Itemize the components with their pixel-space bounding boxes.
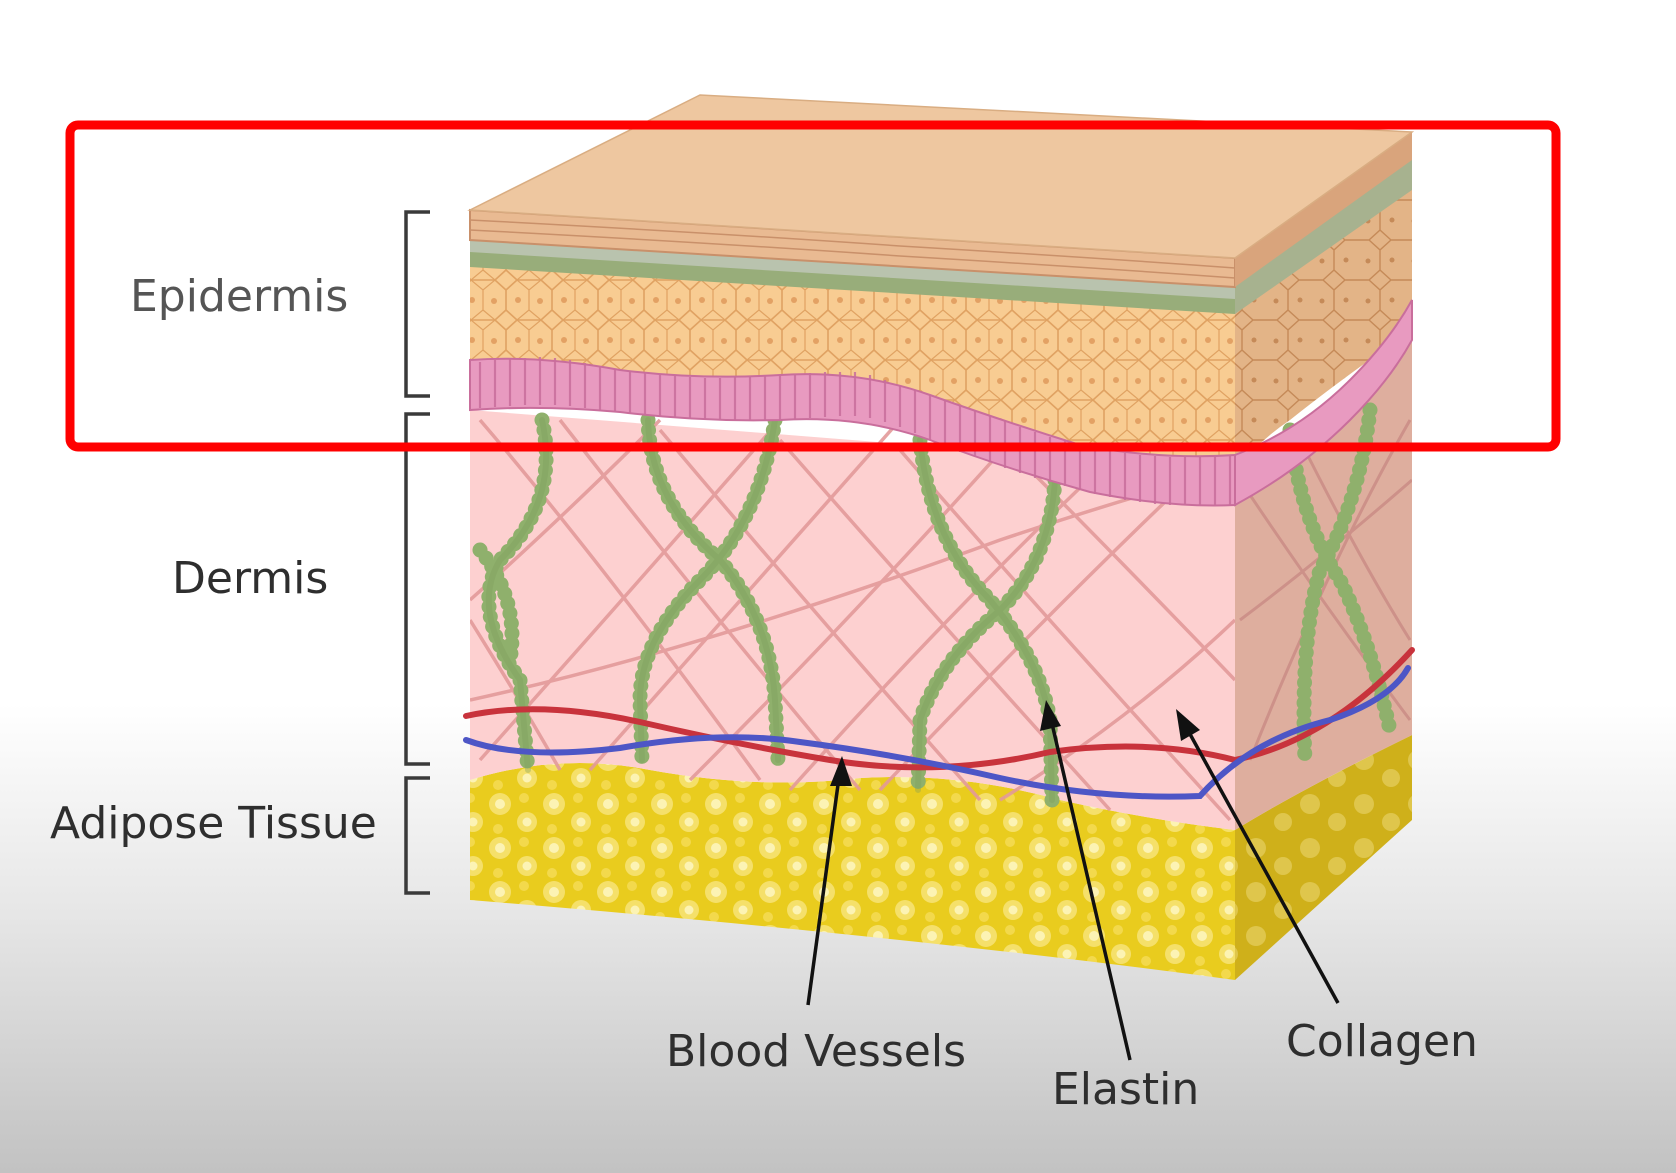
- epidermis-cells-side: [1235, 180, 1412, 470]
- blood-vessels-label: Blood Vessels: [666, 1026, 966, 1077]
- adipose-tissue-front: [470, 762, 1235, 980]
- elastin-arrowhead: [1040, 700, 1061, 731]
- granular-band-green: [470, 252, 1235, 314]
- basal-layer-side: [1234, 299, 1413, 507]
- elastin-label: Elastin: [1052, 1064, 1200, 1115]
- stratum-corneum-lines: [469, 219, 1236, 279]
- elastin-fibers: [472, 402, 1398, 808]
- dermis-bracket: [404, 412, 430, 766]
- skin-surface-top: [467, 94, 1415, 259]
- epidermis-cells-front: [470, 265, 1235, 471]
- epidermis-label: Epidermis: [130, 271, 349, 322]
- adipose-tissue-side: [1235, 735, 1412, 980]
- granular-band-grey: [470, 238, 1235, 302]
- granular-band-side: [1235, 158, 1412, 314]
- elastin-arrow-line: [1048, 714, 1132, 1061]
- collagen-arrow-line: [1183, 724, 1340, 1004]
- collagen-arrowhead: [1176, 709, 1200, 741]
- basal-layer-ridges: [478, 357, 1232, 505]
- adipose-tissue-label: Adipose Tissue: [50, 798, 377, 849]
- elastin-fibers-shade: [485, 417, 1058, 803]
- collagen-label: Collagen: [1286, 1016, 1478, 1067]
- stratum-corneum-side: [1235, 132, 1412, 287]
- callout-arrowheads: [830, 700, 1200, 786]
- blood-vessels-arrow-line: [806, 769, 842, 1006]
- vein-vessel: [463, 665, 1411, 800]
- blood-vessels-arrowhead: [830, 756, 852, 786]
- adipose-bracket: [404, 776, 430, 895]
- epidermis-bracket: [404, 210, 430, 398]
- callout-arrows: [806, 714, 1340, 1061]
- dermis-label: Dermis: [172, 553, 329, 604]
- epidermis-highlight-box: [65, 120, 1561, 452]
